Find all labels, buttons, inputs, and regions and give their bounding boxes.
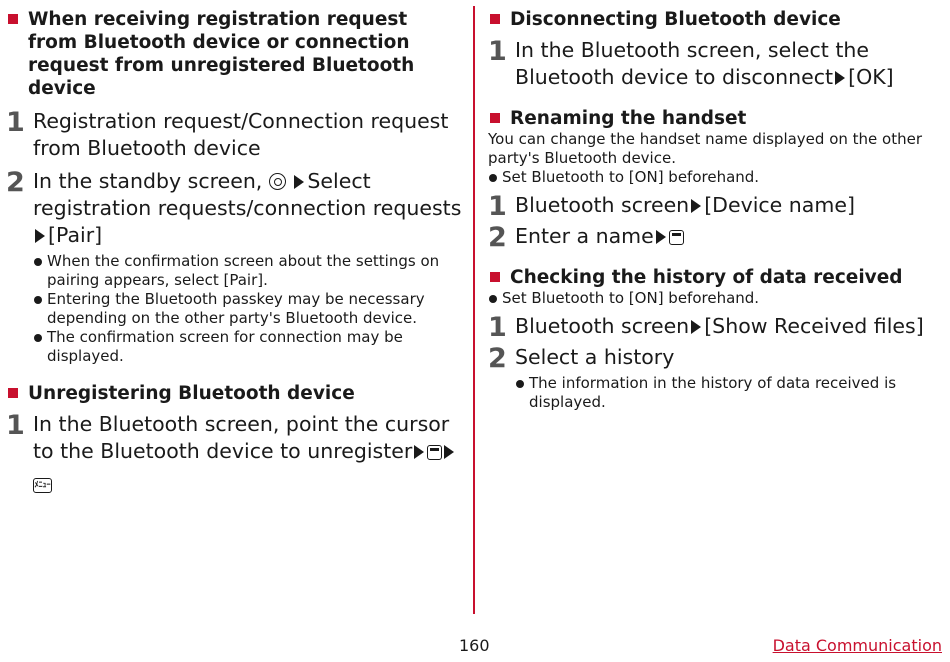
- bullet-dot-icon: [34, 334, 42, 342]
- bullet-dot-icon: [489, 295, 497, 303]
- square-bullet-icon: [8, 388, 18, 398]
- notes-list: The information in the history of data r…: [515, 374, 944, 412]
- bullet-dot-icon: [489, 174, 497, 182]
- nav-key-icon: [268, 173, 286, 190]
- list-item: The confirmation screen for connection m…: [33, 328, 462, 366]
- section-heading-unregistering: Unregistering Bluetooth device: [6, 382, 462, 405]
- step-number: 1: [488, 312, 507, 343]
- list-item: Set Bluetooth to [ON] beforehand.: [488, 168, 944, 187]
- list-item: Set Bluetooth to [ON] beforehand.: [488, 289, 944, 308]
- arrow-right-icon: [835, 71, 846, 85]
- notes-list: When the confirmation screen about the s…: [33, 252, 462, 366]
- step-text: Select a history: [515, 345, 675, 369]
- square-bullet-icon: [490, 113, 500, 123]
- step-number: 1: [488, 191, 507, 222]
- step-text: [OK]: [848, 65, 894, 89]
- arrow-right-icon: [414, 445, 425, 459]
- step-text: [Device name]: [704, 193, 855, 217]
- page-number: 160: [459, 636, 490, 655]
- left-column: When receiving registration request from…: [6, 8, 462, 493]
- arrow-right-icon: [655, 230, 666, 244]
- bullet-dot-icon: [516, 380, 524, 388]
- list-item: When the confirmation screen about the s…: [33, 252, 462, 290]
- heading-text: Disconnecting Bluetooth device: [510, 9, 841, 30]
- step-item: 1 Registration request/Connection reques…: [6, 108, 462, 162]
- step-item: 2 Select a history: [488, 343, 944, 374]
- note-text: Set Bluetooth to [ON] beforehand.: [502, 168, 760, 186]
- step-number: 1: [6, 107, 25, 138]
- column-divider: [473, 6, 475, 614]
- list-item: Entering the Bluetooth passkey may be ne…: [33, 290, 462, 328]
- step-item: 1 In the Bluetooth screen, point the cur…: [6, 411, 462, 493]
- step-text: [Pair]: [48, 223, 103, 247]
- step-text: Enter a name: [515, 224, 654, 248]
- note-text: When the confirmation screen about the s…: [47, 252, 440, 289]
- heading-text: Unregistering Bluetooth device: [28, 383, 355, 404]
- arrow-right-icon: [691, 199, 702, 213]
- arrow-right-icon: [691, 320, 702, 334]
- step-item: 2 Enter a name: [488, 222, 944, 253]
- heading-text: Checking the history of data received: [510, 267, 903, 288]
- heading-text: Renaming the handset: [510, 108, 747, 129]
- step-item: 1 In the Bluetooth screen, select the Bl…: [488, 37, 944, 91]
- step-number: 2: [488, 222, 507, 253]
- menu-key-icon: ﾒﾆｭｰ: [33, 478, 52, 493]
- square-bullet-icon: [490, 272, 500, 282]
- body-paragraph: You can change the handset name displaye…: [488, 130, 922, 167]
- step-item: 2 In the standby screen, Select registra…: [6, 168, 462, 249]
- section-heading-history: Checking the history of data received: [488, 266, 944, 289]
- chapter-link[interactable]: Data Communication: [772, 636, 942, 655]
- step-text: In the standby screen,: [33, 169, 263, 193]
- arrow-right-icon: [294, 175, 305, 189]
- step-item: 1 Bluetooth screen [Device name]: [488, 191, 944, 222]
- heading-text: When receiving registration request from…: [28, 9, 415, 99]
- step-text: Select registration requests/connection …: [33, 169, 462, 220]
- step-text: Registration request/Connection request …: [33, 109, 449, 160]
- section-heading-registration-request: When receiving registration request from…: [6, 8, 462, 100]
- list-item: The information in the history of data r…: [515, 374, 944, 412]
- arrow-right-icon: [35, 229, 45, 243]
- bullet-dot-icon: [34, 258, 42, 266]
- step-text: In the Bluetooth screen, select the Blue…: [515, 38, 869, 89]
- arrow-right-icon: [444, 445, 455, 459]
- section-heading-renaming: Renaming the handset: [488, 107, 944, 130]
- step-text: Bluetooth screen: [515, 314, 690, 338]
- step-item: 1 Bluetooth screen [Show Received files]: [488, 312, 944, 343]
- softkey-icon: [427, 445, 443, 460]
- step-number: 1: [6, 410, 25, 441]
- section-heading-disconnecting: Disconnecting Bluetooth device: [488, 8, 944, 31]
- note-text: The information in the history of data r…: [529, 374, 897, 411]
- step-text: [Show Received files]: [704, 314, 924, 338]
- square-bullet-icon: [8, 14, 18, 24]
- right-column: Disconnecting Bluetooth device 1 In the …: [488, 8, 944, 412]
- note-text: Entering the Bluetooth passkey may be ne…: [47, 290, 425, 327]
- note-text: The confirmation screen for connection m…: [47, 328, 403, 365]
- step-text: Bluetooth screen: [515, 193, 690, 217]
- bullet-dot-icon: [34, 296, 42, 304]
- softkey-icon: [668, 230, 684, 245]
- step-text: In the Bluetooth screen, point the curso…: [33, 412, 450, 463]
- step-number: 1: [488, 36, 507, 67]
- note-text: Set Bluetooth to [ON] beforehand.: [502, 289, 760, 307]
- square-bullet-icon: [490, 14, 500, 24]
- step-number: 2: [488, 343, 507, 374]
- step-number: 2: [6, 167, 25, 198]
